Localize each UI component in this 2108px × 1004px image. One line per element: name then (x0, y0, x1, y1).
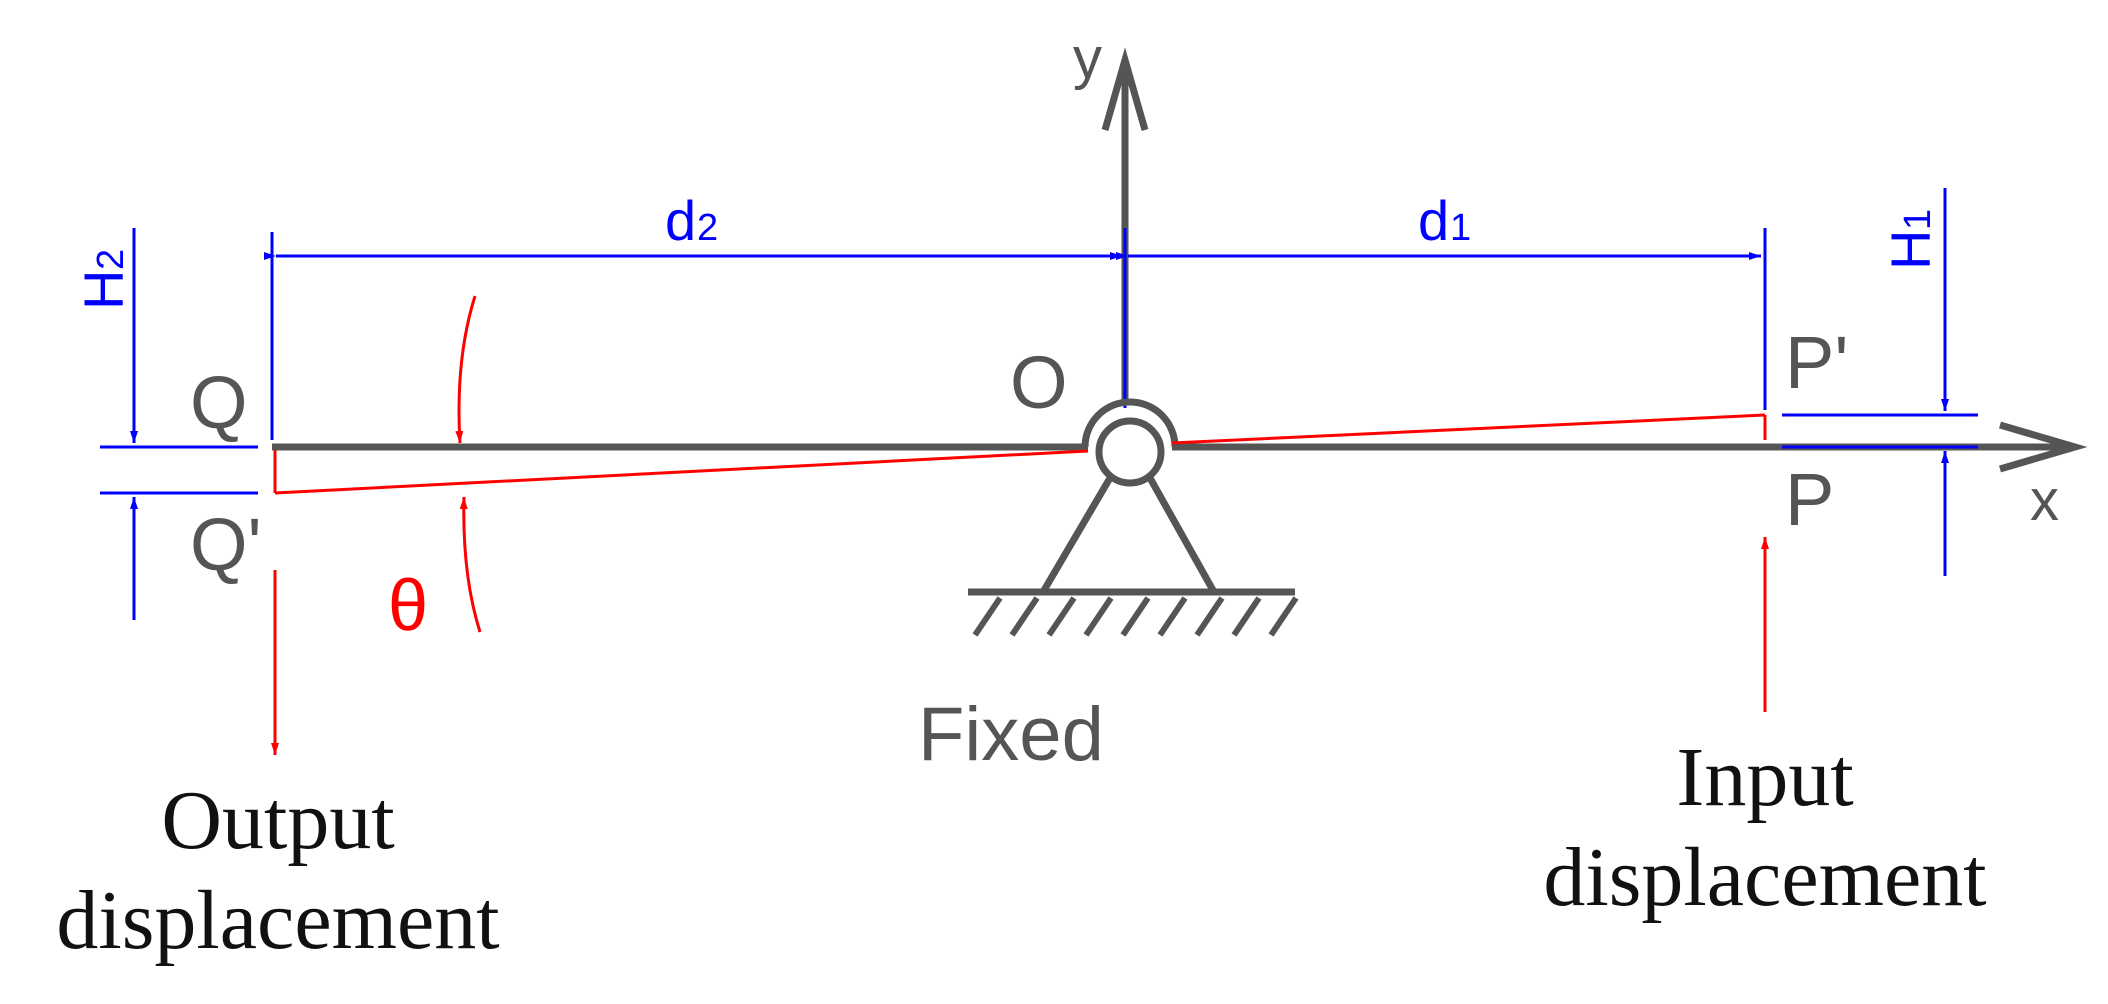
svg-text:H: H (72, 270, 135, 310)
x-axis-label: x (2030, 468, 2059, 533)
ground-hatching (972, 596, 1299, 637)
dimension-lines (100, 188, 1978, 620)
svg-text:2: 2 (90, 249, 132, 270)
y-axis-label: y (1073, 26, 1102, 91)
svg-text:1: 1 (1450, 207, 1471, 249)
svg-text:d: d (665, 189, 696, 252)
input-displacement-label-line1: Input (1676, 731, 1853, 824)
pivot-support (968, 398, 1299, 637)
point-p-prime-label: P' (1785, 321, 1849, 404)
dimension-h1-label: H 1 (1879, 209, 1942, 270)
fixed-support-label: Fixed (918, 692, 1104, 777)
input-displacement-label-line2: displacement (1543, 831, 1986, 924)
dimension-d2-label: d 2 (665, 189, 718, 252)
svg-text:1: 1 (1897, 209, 1939, 230)
point-p-label: P (1785, 458, 1834, 541)
point-q-label: Q (190, 361, 248, 444)
svg-text:H: H (1879, 230, 1942, 270)
dimension-h2-label: H 2 (72, 249, 135, 310)
output-displacement-label-line1: Output (161, 774, 394, 867)
angle-indicator (455, 295, 482, 633)
point-q-prime-label: Q' (190, 503, 262, 586)
svg-text:2: 2 (697, 207, 718, 249)
output-displacement-label-line2: displacement (56, 874, 499, 967)
pivot-hinge (1095, 417, 1165, 487)
origin-label: O (1010, 341, 1068, 424)
svg-text:d: d (1418, 189, 1449, 252)
dimension-d1-label: d 1 (1418, 189, 1471, 252)
angle-theta-label: θ (388, 566, 428, 646)
deflected-lever (273, 413, 1767, 495)
